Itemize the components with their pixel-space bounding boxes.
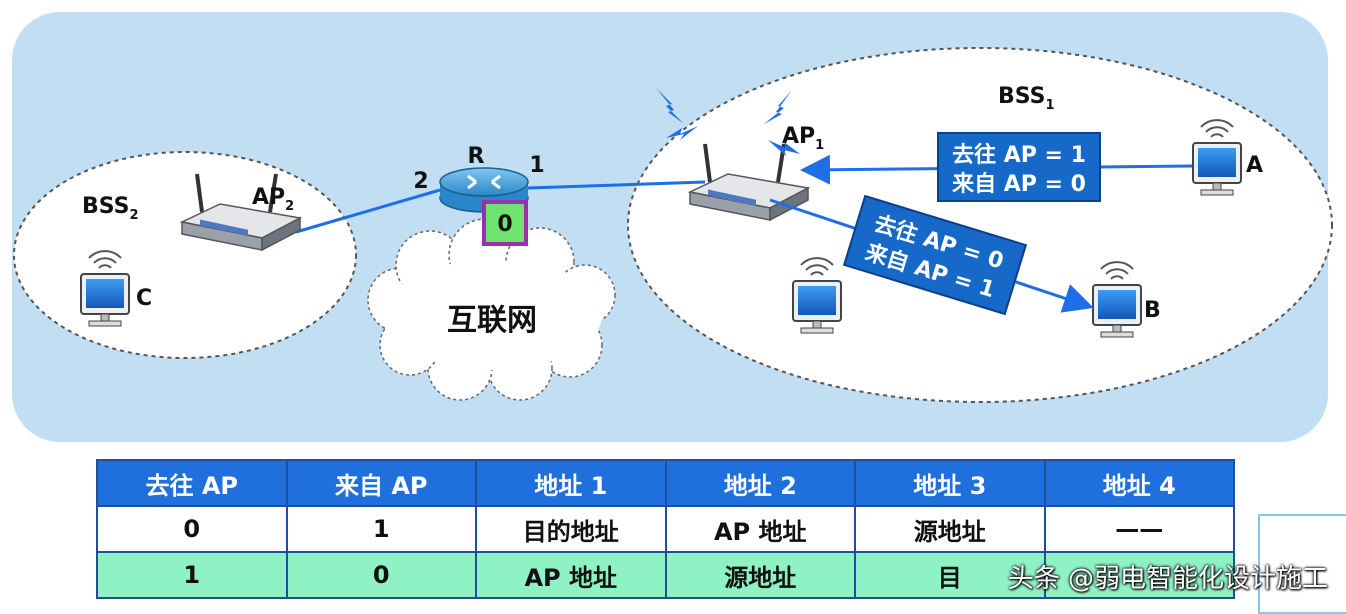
router-port-0-label: 0 bbox=[497, 212, 512, 237]
bss1-label: BSS1 bbox=[998, 84, 1055, 113]
table-cell: AP 地址 bbox=[475, 551, 667, 599]
bss2-label: BSS2 bbox=[82, 194, 139, 223]
table-cell: 0 bbox=[285, 551, 477, 599]
bss1-ellipse bbox=[627, 47, 1333, 403]
header-address-4: 地址 4 bbox=[1043, 459, 1235, 507]
watermark-text: 头条 @弱电智能化设计施工 bbox=[1007, 564, 1328, 594]
frame-box-a-to-ap: 去往 AP = 1 来自 AP = 0 bbox=[937, 132, 1101, 202]
side-panel-edge bbox=[1258, 514, 1346, 614]
table-cell: 目 bbox=[854, 551, 1046, 599]
bss2-ellipse bbox=[13, 151, 357, 359]
table-cell: 源地址 bbox=[854, 505, 1046, 553]
table-row: 0 1 目的地址 AP 地址 源地址 —— bbox=[96, 505, 1235, 553]
router-port-2-label: 2 bbox=[413, 169, 428, 194]
header-from-ap: 来自 AP bbox=[285, 459, 477, 507]
table-cell: 1 bbox=[285, 505, 477, 553]
table-cell: AP 地址 bbox=[664, 505, 856, 553]
router-port-0-box bbox=[482, 200, 528, 246]
table-cell: 0 bbox=[96, 505, 288, 553]
frame-a-line-1: 去往 AP = 1 bbox=[952, 142, 1086, 168]
host-a-label: A bbox=[1246, 153, 1263, 178]
internet-cloud bbox=[367, 218, 616, 401]
link-ap2-router bbox=[295, 188, 441, 234]
host-b-label: B bbox=[1144, 298, 1161, 323]
table-cell: 目的地址 bbox=[475, 505, 667, 553]
wireless-signal-icon bbox=[656, 88, 800, 156]
link-router-ap1 bbox=[527, 180, 706, 190]
header-to-ap: 去往 AP bbox=[96, 459, 288, 507]
table-cell: —— bbox=[1043, 505, 1235, 553]
internet-label: 互联网 bbox=[447, 303, 537, 338]
router-label: R bbox=[468, 144, 485, 169]
header-address-2: 地址 2 bbox=[664, 459, 856, 507]
table-cell: 1 bbox=[96, 551, 288, 599]
header-address-3: 地址 3 bbox=[854, 459, 1046, 507]
address-table: 去往 AP 来自 AP 地址 1 地址 2 地址 3 地址 4 0 1 目的地址… bbox=[96, 459, 1235, 599]
frame-a-line-2: 来自 AP = 0 bbox=[951, 171, 1086, 197]
table-header-row: 去往 AP 来自 AP 地址 1 地址 2 地址 3 地址 4 bbox=[96, 459, 1235, 507]
router-port-1-label: 1 bbox=[529, 153, 544, 178]
network-diagram: 互联网 R 1 2 0 AP2 BSS2 C AP1 BSS1 A B bbox=[12, 12, 1333, 442]
ap2-label: AP2 bbox=[252, 185, 294, 214]
table-cell: 源地址 bbox=[664, 551, 856, 599]
host-c-label: C bbox=[136, 286, 152, 311]
header-address-1: 地址 1 bbox=[475, 459, 667, 507]
table-row: 1 0 AP 地址 源地址 目 bbox=[96, 551, 1235, 599]
table-cell bbox=[1043, 551, 1235, 599]
